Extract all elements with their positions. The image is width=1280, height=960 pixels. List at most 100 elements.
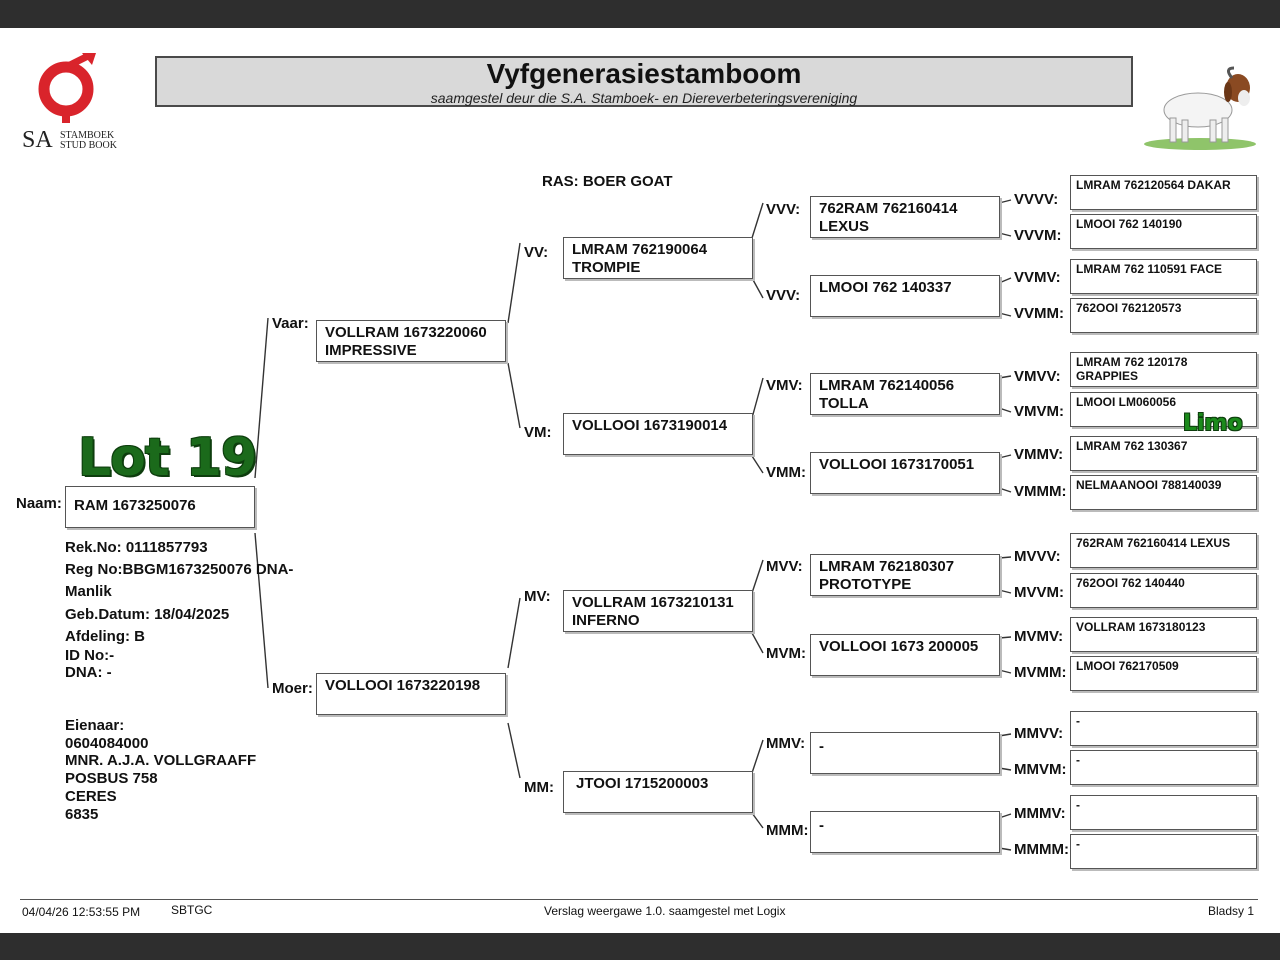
vmvv-line1: LMRAM 762 120178: [1076, 355, 1188, 369]
pedigree-connector-lines: [254, 199, 1012, 851]
mvm-label: MVM:: [766, 645, 806, 662]
mvvv-label: MVVV:: [1014, 548, 1061, 565]
vmmm-line1: NELMAANOOI 788140039: [1076, 478, 1222, 492]
vvm-box: LMOOI 762 140337: [810, 275, 1000, 317]
footer-divider: [20, 899, 1258, 900]
vvvm-line1: LMOOI 762 140190: [1076, 217, 1183, 231]
vvvv-box: LMRAM 762120564 DAKAR: [1070, 175, 1257, 210]
mmvm-line1: -: [1076, 753, 1080, 767]
logo-studbook-text: STUD BOOK: [60, 140, 117, 151]
mvmv-label: MVMV:: [1014, 628, 1064, 645]
vm-line1: VOLLOOI 1673190014: [572, 417, 728, 434]
afdeling: Afdeling: B: [65, 628, 145, 645]
mmvm-box: -: [1070, 750, 1257, 785]
vm-label: VM:: [524, 424, 552, 441]
mmmm-label: MMMM:: [1014, 841, 1069, 858]
vmmv-box: LMRAM 762 130367: [1070, 436, 1257, 471]
id-no: ID No:-: [65, 647, 115, 664]
mvmm-label: MVMM:: [1014, 664, 1067, 681]
pedigree-page: SA STAMBOEK STUD BOOK Vyfgenerasiestambo…: [0, 28, 1280, 933]
mvmm-line1: LMOOI 762170509: [1076, 659, 1179, 673]
mmvv-box: -: [1070, 711, 1257, 746]
vvv-label: VVV:: [766, 201, 801, 218]
moer-line1: VOLLOOI 1673220198: [325, 677, 481, 694]
sex: Manlik: [65, 583, 112, 600]
mvm-line1: VOLLOOI 1673 200005: [819, 638, 979, 655]
vvmm-label: VVMM:: [1014, 305, 1064, 322]
mvvv-box: 762RAM 762160414 LEXUS: [1070, 533, 1257, 568]
mmm-line1: -: [819, 817, 824, 834]
boer-goat-image: [1140, 66, 1258, 150]
vmvm-box: LMOOI LM060056: [1070, 392, 1257, 427]
mmvv-line1: -: [1076, 714, 1080, 728]
vmm-box: VOLLOOI 1673170051: [810, 452, 1000, 494]
mvv-line2: PROTOTYPE: [819, 576, 912, 593]
lot-overlay-text: Lot 19: [78, 428, 257, 488]
vmvm-label: VMVM:: [1014, 403, 1064, 420]
owner-address: POSBUS 758: [65, 770, 158, 787]
mvvm-box: 762OOI 762 140440: [1070, 573, 1257, 608]
vvvv-label: VVVV:: [1014, 191, 1059, 208]
breed-label: RAS: BOER GOAT: [542, 173, 673, 190]
owner-name: MNR. A.J.A. VOLLGRAAFF: [65, 752, 257, 769]
mmmm-box: -: [1070, 834, 1257, 869]
mmvm-label: MMVM:: [1014, 761, 1067, 778]
vvmm-box: 762OOI 762120573: [1070, 298, 1257, 333]
sa-stud-book-logo: SA STAMBOEK STUD BOOK: [20, 51, 130, 153]
vvvm-label: VVVM:: [1014, 227, 1062, 244]
mv-box: VOLLRAM 1673210131 INFERNO: [563, 590, 753, 632]
goat-icon: [1144, 66, 1256, 150]
mvmm-box: LMOOI 762170509: [1070, 656, 1257, 691]
name-label: Naam:: [16, 495, 62, 512]
mvvm-line1: 762OOI 762 140440: [1076, 576, 1185, 590]
vmmm-label: VMMM:: [1014, 483, 1067, 500]
vvmm-line1: 762OOI 762120573: [1076, 301, 1182, 315]
vmv-label: VMV:: [766, 377, 803, 394]
mvv-line1: LMRAM 762180307: [819, 558, 955, 575]
mvmv-box: VOLLRAM 1673180123: [1070, 617, 1257, 652]
vvmv-line1: LMRAM 762 110591 FACE: [1076, 262, 1223, 276]
vvvv-line1: LMRAM 762120564 DAKAR: [1076, 178, 1231, 192]
mmmv-label: MMMV:: [1014, 805, 1066, 822]
vmvv-line2: GRAPPIES: [1076, 369, 1139, 383]
mmmv-line1: -: [1076, 798, 1080, 812]
mmm-label: MMM:: [766, 822, 809, 839]
vmmm-box: NELMAANOOI 788140039: [1070, 475, 1257, 510]
mv-line2: INFERNO: [572, 612, 640, 629]
footer-code: SBTGC: [171, 903, 213, 917]
rek-no: Rek.No: 0111857793: [65, 539, 208, 556]
vaar-line1: VOLLRAM 1673220060: [325, 324, 487, 341]
mvvm-label: MVVM:: [1014, 584, 1064, 601]
limo-overlay-text: Limo: [1183, 411, 1243, 436]
viewer-bottom-bar: [0, 933, 1280, 960]
vmvv-label: VMVV:: [1014, 368, 1061, 385]
vmv-box: LMRAM 762140056 TOLLA: [810, 373, 1000, 415]
animal-name: RAM 1673250076: [74, 497, 196, 514]
animal-box: RAM 1673250076: [65, 486, 255, 528]
reg-no: Reg No:BBGM1673250076 DNA-: [65, 561, 294, 578]
vaar-box: VOLLRAM 1673220060 IMPRESSIVE: [316, 320, 506, 362]
viewer-top-bar: [0, 0, 1280, 28]
vmvm-line1: LMOOI LM060056: [1076, 395, 1177, 409]
vv-line1: LMRAM 762190064: [572, 241, 708, 258]
vmv-line2: TOLLA: [819, 395, 869, 412]
vv-box: LMRAM 762190064 TROMPIE: [563, 237, 753, 279]
logo-stamboek-text: STAMBOEK: [60, 130, 115, 141]
owner-number: 0604084000: [65, 735, 149, 752]
footer-version: Verslag weergawe 1.0. saamgestel met Log…: [544, 904, 786, 918]
birth-date: Geb.Datum: 18/04/2025: [65, 606, 230, 623]
dna: DNA: -: [65, 664, 112, 681]
mm-label: MM:: [524, 779, 554, 796]
vvvm-box: LMOOI 762 140190: [1070, 214, 1257, 249]
vmv-line1: LMRAM 762140056: [819, 377, 955, 394]
vvm-line1: LMOOI 762 140337: [819, 279, 952, 296]
vaar-label: Vaar:: [272, 315, 309, 332]
vv-label: VV:: [524, 244, 549, 261]
moer-box: VOLLOOI 1673220198: [316, 673, 506, 715]
vmmv-line1: LMRAM 762 130367: [1076, 439, 1188, 453]
mvv-box: LMRAM 762180307 PROTOTYPE: [810, 554, 1000, 596]
logo-sa-text: SA: [22, 127, 53, 153]
mvv-label: MVV:: [766, 558, 803, 575]
vmm-label: VMM:: [766, 464, 806, 481]
